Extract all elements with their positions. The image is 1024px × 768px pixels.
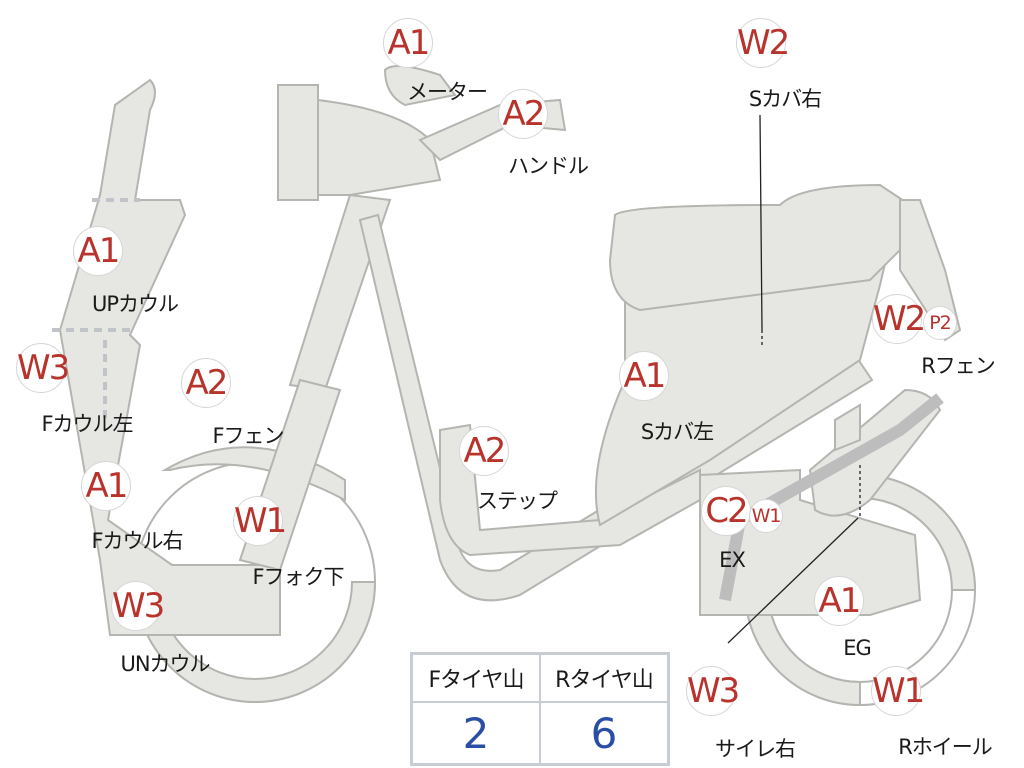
label-rear-fender: Rフェン: [921, 354, 996, 378]
marker-upper-cowl[interactable]: A1: [73, 226, 123, 276]
label-front-fender: Fフェン: [212, 424, 284, 448]
label-under-cowl: UNカウル: [120, 652, 210, 676]
rear-tire-header: Rタイヤ山: [539, 652, 670, 703]
front-tire-value: 2: [410, 701, 541, 766]
marker-exhaust-secondary[interactable]: W1: [749, 499, 783, 533]
marker-front-fender[interactable]: A2: [181, 358, 231, 408]
marker-rear-fender[interactable]: W2: [872, 294, 926, 344]
marker-silencer-right[interactable]: W3: [686, 666, 740, 716]
marker-side-cover-right[interactable]: W2: [736, 18, 790, 68]
label-side-cover-right: Sカバ右: [748, 87, 822, 111]
label-front-fork-lower: Fフォク下: [252, 565, 344, 589]
marker-rear-wheel[interactable]: W1: [871, 666, 925, 716]
label-handle: ハンドル: [508, 154, 589, 178]
marker-side-cover-left[interactable]: A1: [619, 351, 669, 401]
seat: [608, 183, 912, 312]
marker-under-cowl[interactable]: W3: [111, 581, 165, 631]
label-exhaust: EX: [719, 548, 746, 572]
leader-lines: [727, 114, 861, 644]
label-upper-cowl: UPカウル: [91, 292, 179, 316]
marker-front-cowl-left[interactable]: W3: [16, 343, 70, 393]
front-tire-header: Fタイヤ山: [410, 652, 541, 703]
marker-step[interactable]: A2: [459, 426, 509, 476]
rear-tire-value: 6: [539, 701, 670, 766]
marker-meter[interactable]: A1: [383, 18, 433, 68]
label-side-cover-left: Sカバ左: [640, 420, 714, 444]
label-front-cowl-right: Fカウル右: [91, 529, 183, 553]
label-step: ステップ: [477, 489, 558, 513]
marker-front-cowl-right[interactable]: A1: [81, 461, 131, 511]
label-engine: EG: [843, 636, 872, 660]
marker-front-fork-lower[interactable]: W1: [233, 496, 287, 546]
marker-exhaust[interactable]: C2: [701, 486, 751, 536]
marker-handle[interactable]: A2: [498, 89, 548, 139]
marker-engine[interactable]: A1: [814, 576, 864, 626]
label-silencer-right: サイレ右: [715, 737, 796, 761]
label-meter: メーター: [407, 80, 488, 104]
marker-rear-fender-secondary[interactable]: P2: [923, 306, 957, 340]
label-front-cowl-left: Fカウル左: [41, 412, 133, 436]
tire-tread-table: Fタイヤ山 Rタイヤ山 2 6: [410, 652, 670, 766]
label-rear-wheel: Rホイール: [898, 735, 993, 759]
